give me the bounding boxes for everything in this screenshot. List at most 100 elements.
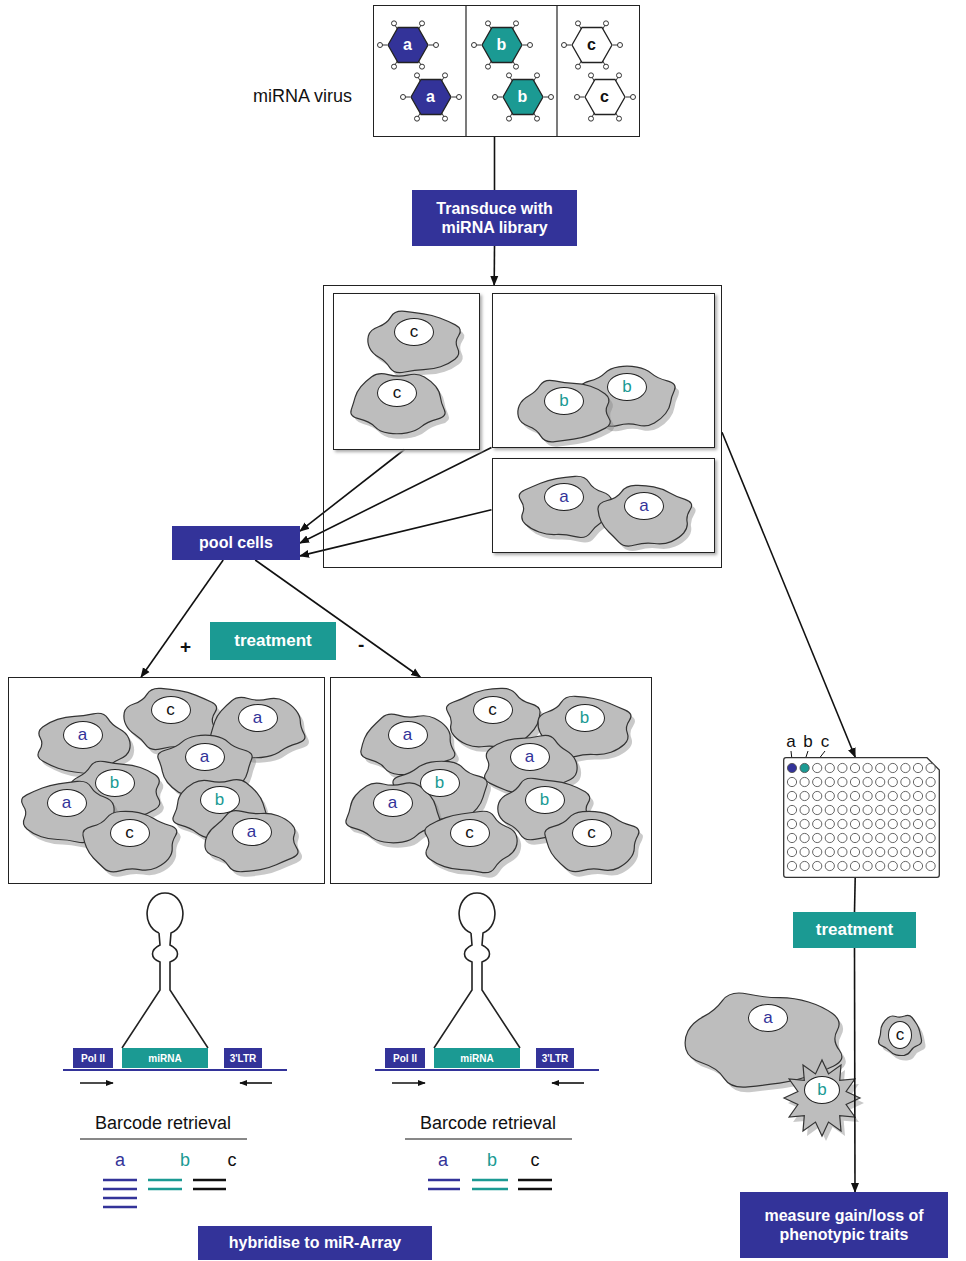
virus-spike-tip [576, 21, 581, 26]
virus-spike-tip [617, 116, 622, 121]
primer-arrow [80, 1082, 113, 1084]
virus-spike-tip [457, 95, 462, 100]
node-text: b [518, 88, 528, 106]
virus-spike-tip [631, 95, 636, 100]
connector-arrow [494, 137, 496, 190]
well [888, 763, 897, 772]
well [876, 833, 885, 842]
virus-spike-tip [392, 64, 397, 69]
virus-particle: a [410, 78, 452, 116]
node-text: c [896, 1025, 905, 1045]
node-text: a [426, 88, 435, 106]
well [813, 819, 822, 828]
node-text: Transduce with miRNA library [418, 199, 571, 237]
well [838, 847, 847, 856]
node-text: c [410, 322, 419, 342]
virus-spike-tip [378, 43, 383, 48]
virus-spike-tip [528, 43, 533, 48]
well [863, 763, 872, 772]
primer-arrows [80, 1082, 584, 1084]
panel-box: bb [492, 293, 715, 448]
label: b [180, 1151, 190, 1171]
well [800, 763, 809, 772]
virus-spike-tip [618, 43, 623, 48]
cell-nucleus: a [373, 789, 413, 817]
node-text: c [465, 823, 474, 843]
cell-body [545, 811, 639, 871]
label: - [358, 635, 364, 656]
well [926, 833, 935, 842]
well [800, 805, 809, 814]
bars-b [148, 1180, 508, 1189]
virus-spike-tip [535, 73, 540, 78]
well [800, 833, 809, 842]
virus-box: miRNA virusabcabc [373, 5, 640, 137]
well [901, 763, 910, 772]
connector-arrow [300, 510, 492, 556]
cell-nucleus: a [510, 743, 550, 771]
well [901, 819, 910, 828]
cell-nucleus: a [388, 721, 428, 749]
node-text: b [559, 391, 568, 411]
well [901, 861, 910, 870]
well [888, 805, 897, 814]
virus-spike-tip [420, 21, 425, 26]
divider [556, 6, 557, 136]
process-box: pool cells [172, 526, 300, 560]
underlines [80, 1139, 572, 1140]
node-text: a [559, 487, 568, 507]
cell-nucleus: b [525, 786, 565, 814]
node-text: a [403, 725, 412, 745]
node-text: a [62, 793, 71, 813]
cell-nucleus: b [607, 373, 647, 401]
well [901, 777, 910, 786]
treatment-box: treatment [210, 622, 336, 660]
well [850, 791, 859, 800]
virus-spike-tip [392, 21, 397, 26]
well [926, 777, 935, 786]
virus-spike-tip [589, 116, 594, 121]
node-text: b [540, 790, 549, 810]
virus-spike-tip [575, 95, 580, 100]
connector-arrow [854, 878, 856, 912]
virus-spike-tip [507, 116, 512, 121]
well [888, 819, 897, 828]
cell-nucleus: a [47, 789, 87, 817]
virus-spike-tip [443, 73, 448, 78]
cell-nucleus: c [473, 696, 513, 724]
well [913, 847, 922, 856]
hexagon [388, 27, 428, 62]
node-text: pool cells [199, 533, 273, 552]
well [787, 777, 796, 786]
virus-spike-tip [604, 21, 609, 26]
cell-nucleus: c [572, 819, 612, 847]
cell-nucleus: a [232, 818, 272, 846]
plate-drawing [783, 757, 940, 878]
hexagon [503, 79, 543, 114]
bars-a [103, 1180, 460, 1207]
node-text: a [78, 725, 87, 745]
virus-spike-tip [434, 43, 439, 48]
virus-spike-tip [486, 64, 491, 69]
label: Barcode retrieval [420, 1114, 556, 1134]
well [825, 833, 834, 842]
cell-body [205, 811, 298, 872]
hexagon [411, 79, 451, 114]
well [863, 777, 872, 786]
virus-spike-tip [562, 43, 567, 48]
cell-nucleus: a [63, 721, 103, 749]
node-text: c [600, 88, 609, 106]
cell-body [784, 1060, 860, 1136]
cell-nucleus: c [151, 696, 191, 724]
node-text: a [525, 747, 534, 767]
cell-nucleus: c [888, 1021, 912, 1049]
well [813, 791, 822, 800]
vector-line [375, 1069, 599, 1071]
well [850, 777, 859, 786]
node-text: a [639, 496, 648, 516]
well [913, 833, 922, 842]
cell-nucleus: c [450, 819, 490, 847]
cell-body [83, 811, 177, 872]
virus-spike-tip [443, 116, 448, 121]
well [825, 847, 834, 856]
